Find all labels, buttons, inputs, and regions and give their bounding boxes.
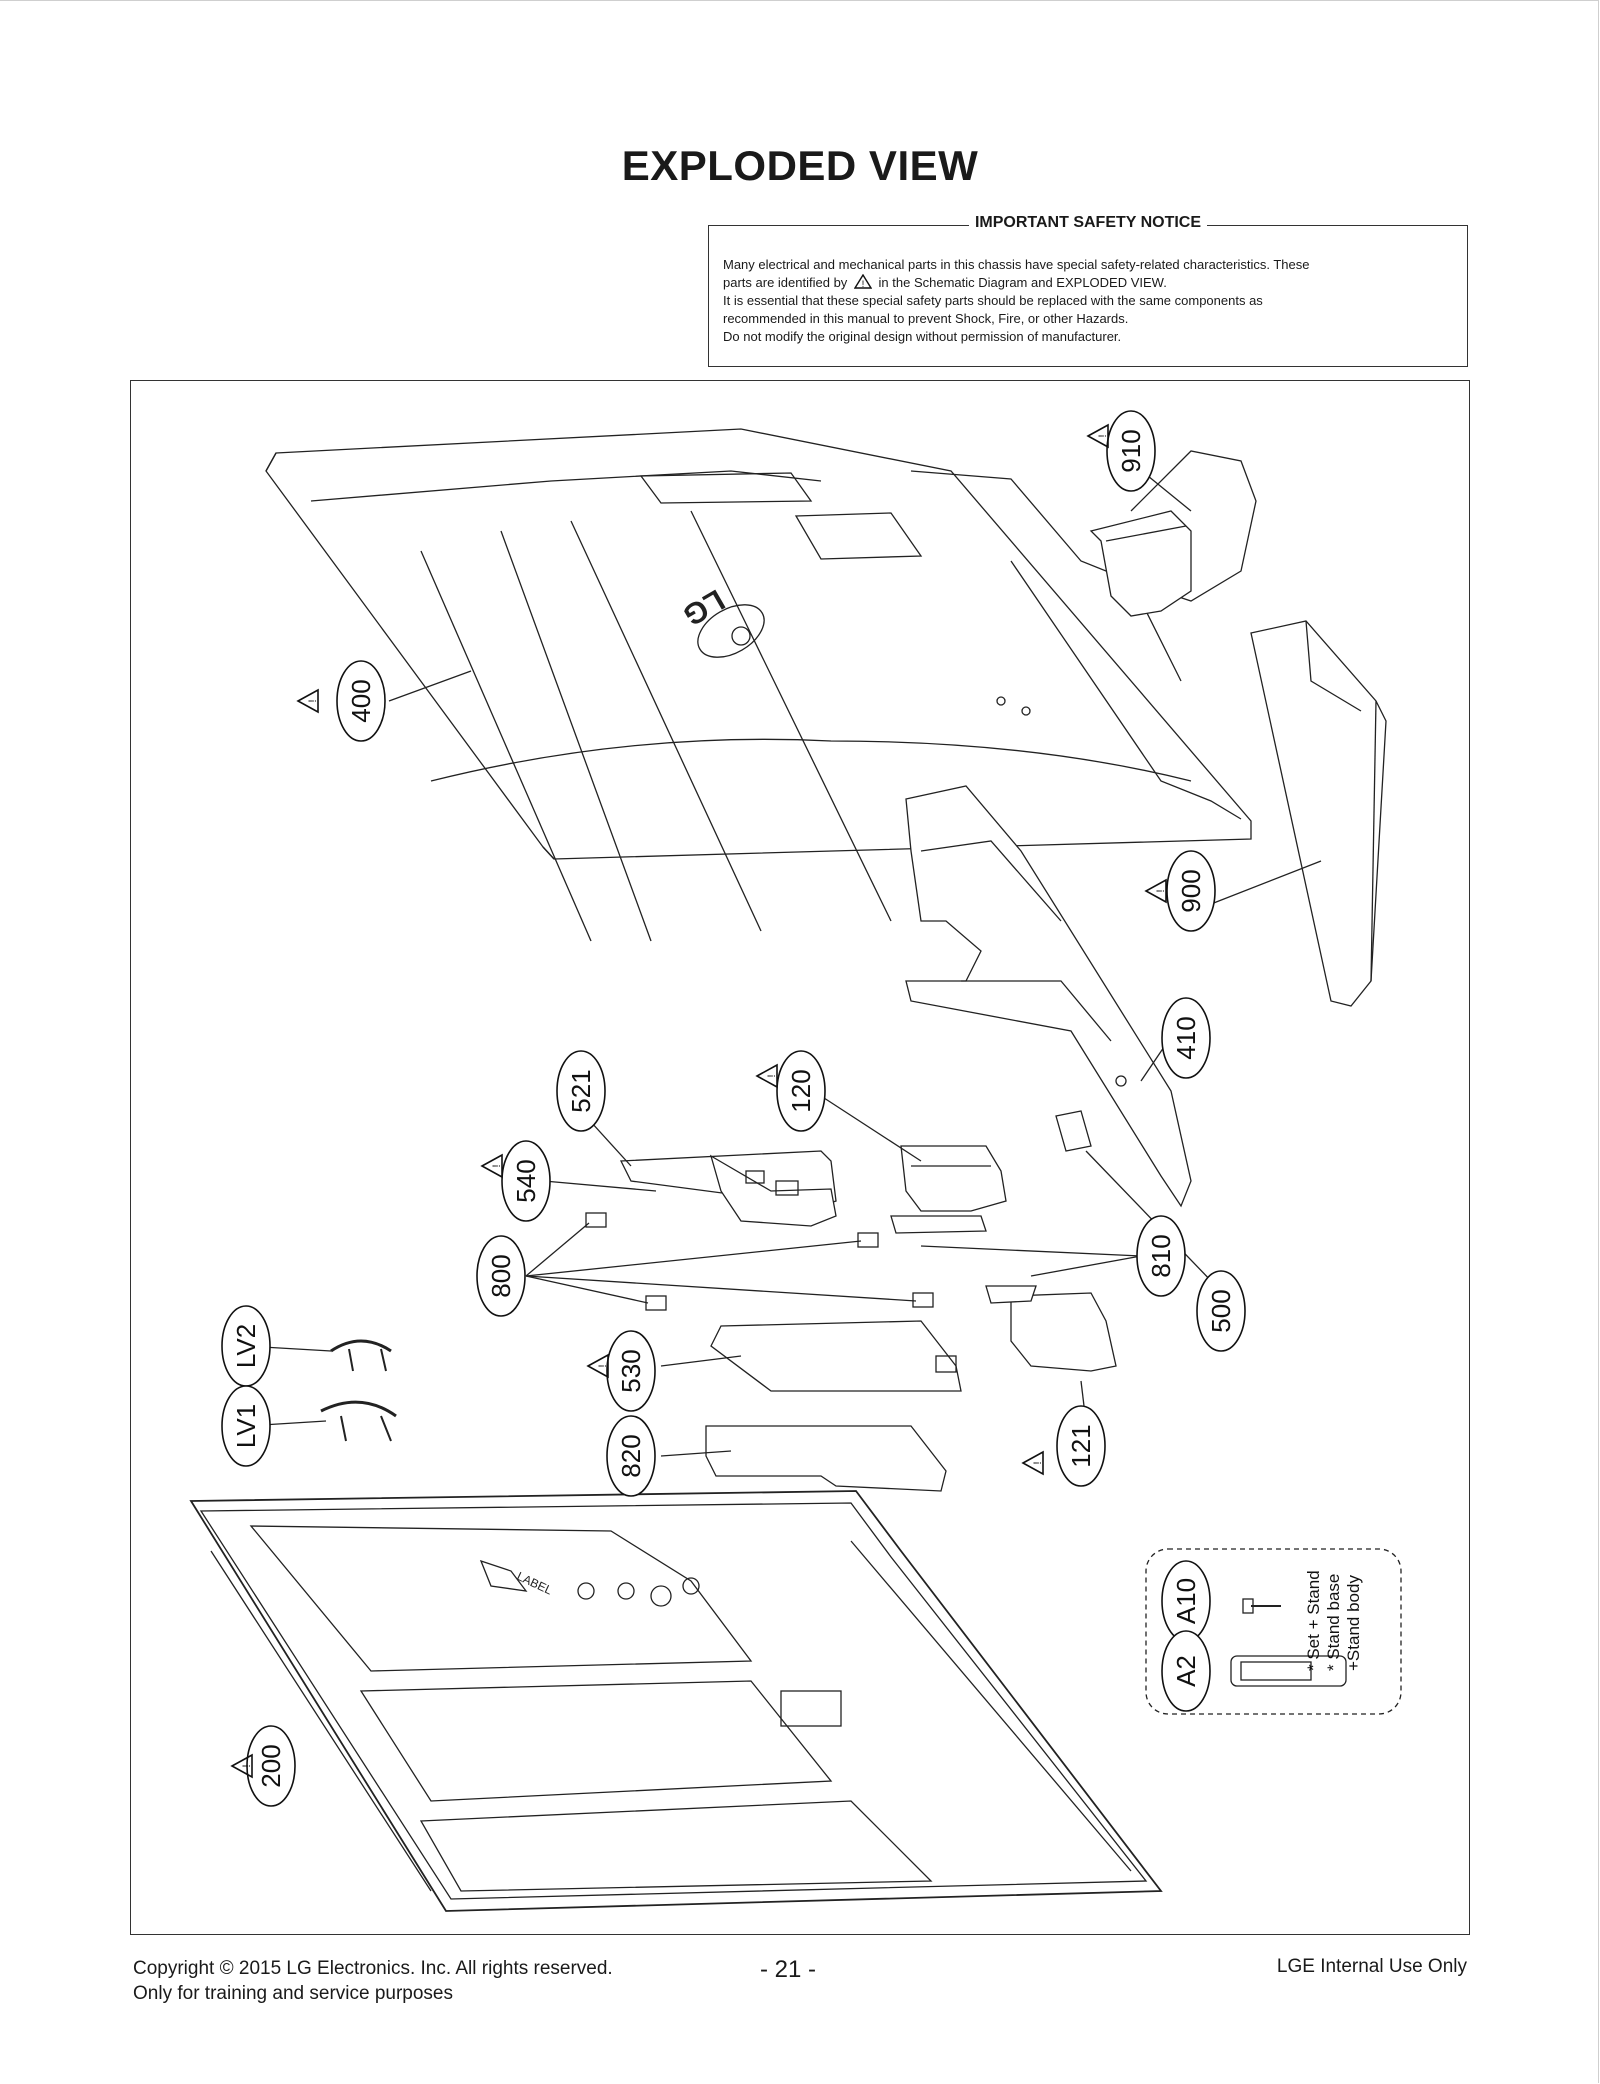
footer-left: Copyright © 2015 LG Electronics. Inc. Al… [133, 1956, 613, 2006]
power-module-part [890, 1145, 1007, 1234]
label-a10: A10 [1171, 1578, 1201, 1624]
accessory-box [1145, 1548, 1402, 1715]
label-lv2: LV2 [231, 1324, 261, 1368]
label-530: 530 [616, 1349, 646, 1392]
label-900: 900 [1176, 869, 1206, 912]
stand-base-part [1250, 620, 1387, 1007]
exploded-view-diagram: ! [130, 380, 1470, 1935]
label-521: 521 [566, 1069, 596, 1112]
internal-use-text: LGE Internal Use Only [1276, 1956, 1467, 1977]
warning-triangle-icon: ! [853, 273, 873, 289]
training-text: Only for training and service purposes [133, 1983, 453, 2004]
module-121-part [985, 1285, 1117, 1372]
label-410: 410 [1171, 1016, 1201, 1059]
clip-parts [525, 1212, 934, 1311]
label-200: 200 [256, 1744, 286, 1787]
label-820: 820 [616, 1434, 646, 1477]
screw-part [1242, 1598, 1281, 1614]
page-number: - 21 - [760, 1956, 817, 1983]
accessory-note-1: * Set + Stand [1304, 1570, 1323, 1671]
label-a2: A2 [1171, 1655, 1201, 1687]
label-540: 540 [511, 1159, 541, 1202]
lv2-cable-part [330, 1339, 392, 1372]
notice-line-1: Many electrical and mechanical parts in … [723, 257, 1310, 272]
safety-notice-body: Many electrical and mechanical parts in … [723, 256, 1453, 346]
shield-sheet-part [705, 1425, 947, 1492]
board-530-part [710, 1320, 962, 1392]
safety-notice-heading: IMPORTANT SAFETY NOTICE [968, 214, 1208, 231]
bracket-500-part [1055, 1110, 1092, 1152]
svg-text:!: ! [862, 279, 865, 289]
support-bracket-part [905, 785, 1192, 1208]
notice-line-5: Do not modify the original design withou… [723, 329, 1122, 344]
notice-line-2: parts are identified by ! in the Schemat… [723, 273, 1167, 290]
label-400: 400 [346, 679, 376, 722]
label-120: 120 [786, 1069, 816, 1112]
label-810: 810 [1146, 1234, 1176, 1277]
label-121: 121 [1066, 1424, 1096, 1467]
page-title: EXPLODED VIEW [621, 142, 979, 189]
label-800: 800 [486, 1254, 516, 1297]
safety-notice-box: IMPORTANT SAFETY NOTICE Many electrical … [708, 214, 1468, 367]
accessory-note-2: * Stand base [1324, 1574, 1343, 1671]
main-board-part [619, 1150, 837, 1227]
label-910: 910 [1116, 429, 1146, 472]
lv1-cable-part [320, 1400, 397, 1442]
stand-neck-part [1089, 450, 1257, 617]
back-cover-part [265, 428, 1252, 942]
diagram-canvas: ! [189, 410, 1402, 1912]
label-lv1: LV1 [231, 1404, 261, 1448]
label-500: 500 [1206, 1289, 1236, 1332]
remote-control-part [1230, 1655, 1347, 1687]
accessory-note-3: +Stand body [1344, 1575, 1363, 1671]
front-chassis-part [189, 1490, 1163, 1912]
notice-line-3: It is essential that these special safet… [723, 293, 1263, 308]
notice-line-4: recommended in this manual to prevent Sh… [723, 311, 1129, 326]
copyright-text: Copyright © 2015 LG Electronics. Inc. Al… [133, 1958, 613, 1979]
